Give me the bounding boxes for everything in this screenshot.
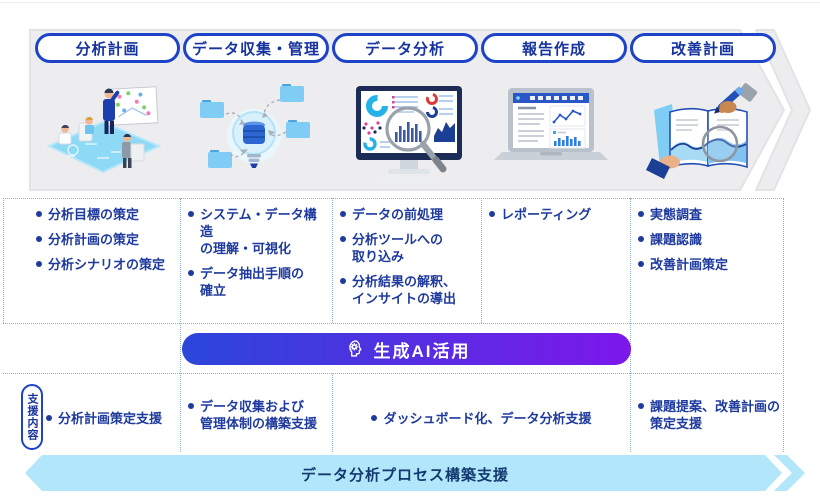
- bullet-icon: [638, 236, 644, 242]
- stage-pill-label: 分析計画: [75, 40, 140, 58]
- bullet-icon: [371, 415, 378, 421]
- task-item: レポーティング: [489, 206, 627, 223]
- support-item: ダッシュボード化、データ分析支援: [371, 410, 592, 427]
- task-item: 分析目標の策定: [36, 206, 178, 223]
- task-item: データ抽出手順の 確立: [188, 265, 328, 299]
- task-list-data-analysis: データの前処理 分析ツールへの 取り込み 分析結果の解釈、 インサイトの導出: [340, 206, 478, 307]
- bullet-icon: [188, 211, 194, 217]
- stage-pill-improvement-plan: 改善計画: [630, 33, 776, 63]
- bottom-banner-arrow: [25, 455, 805, 491]
- task-list-analysis-planning: 分析目標の策定 分析計画の策定 分析シナリオの策定: [36, 206, 178, 273]
- grid-line-col4: [630, 198, 631, 452]
- stage-pill-label: データ分析: [364, 40, 445, 58]
- bullet-icon: [340, 236, 346, 242]
- stage-pill-data-analysis: データ分析: [332, 33, 478, 63]
- bullet-icon: [340, 211, 346, 217]
- support-analysis-planning: 分析計画策定支援: [46, 410, 178, 427]
- data-collection-illustration: [200, 84, 310, 168]
- bullet-icon: [638, 261, 644, 267]
- grid-line-support-top: [3, 373, 784, 374]
- support-dashboard-analysis: ダッシュボード化、データ分析支援: [332, 410, 631, 427]
- task-item: 分析結果の解釈、 インサイトの導出: [340, 273, 478, 307]
- grid-line-col2-lower: [332, 373, 333, 452]
- task-item: 分析計画の策定: [36, 231, 178, 248]
- stage-pill-label: 報告作成: [521, 40, 586, 58]
- improvement-illustration: [646, 83, 758, 179]
- grid-line-col3: [481, 198, 482, 323]
- bullet-icon: [340, 278, 346, 284]
- stage-pill-data-collection: データ収集・管理: [183, 33, 329, 63]
- task-item: 改善計画策定: [638, 256, 781, 273]
- support-item: 分析計画策定支援: [46, 410, 178, 427]
- task-item: 分析シナリオの策定: [36, 256, 178, 273]
- task-item: システム・データ構造 の理解・可視化: [188, 206, 328, 257]
- ai-brain-gear-icon: [348, 340, 362, 357]
- task-list-reporting: レポーティング: [489, 206, 627, 223]
- support-item: 課題提案、改善計画の 策定支援: [638, 398, 783, 432]
- data-analysis-illustration: [356, 86, 462, 185]
- stage-pill-analysis-planning: 分析計画: [35, 33, 180, 63]
- support-header-pill: 支援内容: [21, 384, 43, 450]
- bullet-icon: [489, 211, 495, 217]
- bullet-icon: [638, 211, 644, 217]
- generative-ai-banner: 生成AI活用: [182, 333, 631, 365]
- support-improvement: 課題提案、改善計画の 策定支援: [638, 398, 783, 432]
- bullet-icon: [188, 270, 194, 276]
- grid-line-top: [3, 198, 784, 199]
- bullet-icon: [36, 236, 42, 242]
- stage-pill-reporting: 報告作成: [481, 33, 627, 63]
- support-item: データ収集および 管理体制の構築支援: [188, 398, 328, 432]
- bullet-icon: [46, 415, 52, 421]
- grid-line-middle: [3, 323, 784, 324]
- grid-line-left: [3, 198, 4, 323]
- top-divider: [0, 2, 820, 3]
- bullet-icon: [36, 261, 42, 267]
- task-item: 分析ツールへの 取り込み: [340, 231, 478, 265]
- task-item: データの前処理: [340, 206, 478, 223]
- bullet-icon: [36, 211, 42, 217]
- reporting-illustration: [494, 88, 608, 160]
- task-item: 実態調査: [638, 206, 781, 223]
- team-planning-illustration: [46, 86, 162, 174]
- stage-pill-label: データ収集・管理: [191, 40, 320, 58]
- task-list-improvement: 実態調査 課題認識 改善計画策定: [638, 206, 781, 273]
- task-list-data-collection: システム・データ構造 の理解・可視化 データ抽出手順の 確立: [188, 206, 328, 299]
- support-header-label: 支援内容: [26, 393, 38, 441]
- stage-pill-label: 改善計画: [670, 40, 735, 58]
- bullet-icon: [638, 403, 644, 409]
- bullet-icon: [188, 403, 194, 409]
- support-data-collection: データ収集および 管理体制の構築支援: [188, 398, 328, 432]
- task-item: 課題認識: [638, 231, 781, 248]
- grid-line-col2-upper: [332, 198, 333, 323]
- grid-line-right: [783, 198, 784, 452]
- ai-banner-label: 生成AI活用: [373, 341, 471, 361]
- grid-line-col1: [180, 198, 181, 452]
- bottom-banner-label: データ分析プロセス構築支援: [300, 466, 509, 484]
